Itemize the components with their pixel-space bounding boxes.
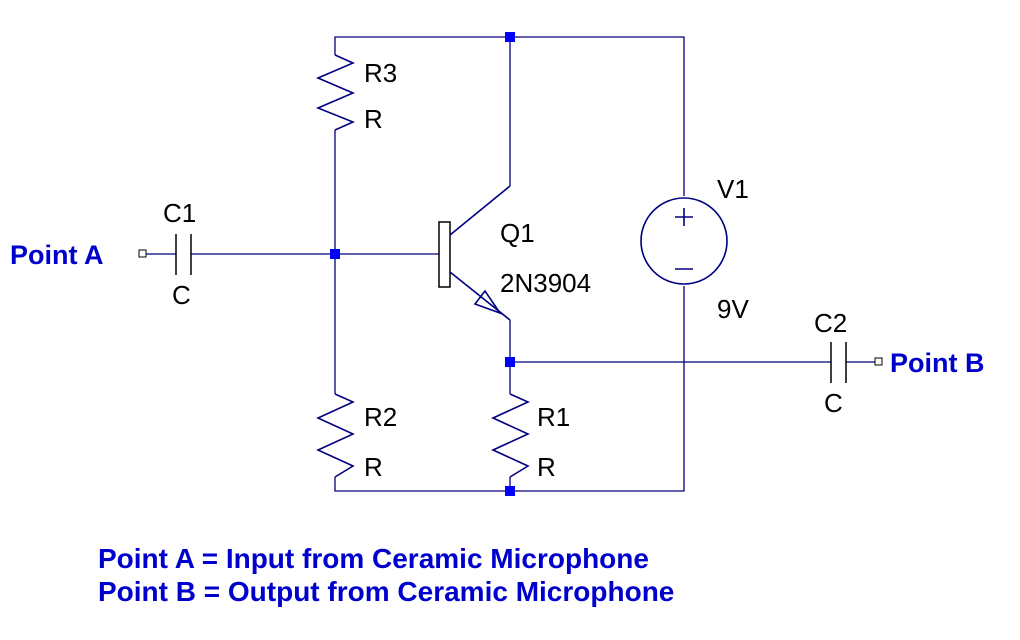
point-b-terminal	[874, 357, 883, 366]
r2-name-label: R2	[364, 402, 397, 432]
wires	[146, 36, 875, 492]
note-point-a: Point A = Input from Ceramic Microphone	[98, 543, 649, 574]
point-a-terminal	[138, 249, 147, 258]
c1-value-label: C	[172, 280, 191, 310]
resistor-r2-symbol	[316, 393, 355, 478]
r3-name-label: R3	[364, 58, 397, 88]
r1-value-label: R	[537, 452, 556, 482]
capacitor-c2-symbol	[830, 342, 847, 383]
junction-node	[330, 249, 340, 259]
r3-value-label: R	[364, 104, 383, 134]
resistor-r1-symbol	[491, 393, 530, 478]
capacitor-c1-symbol	[175, 234, 192, 275]
resistor-r3-symbol	[315, 54, 356, 131]
junction-node	[505, 357, 515, 367]
r2-value-label: R	[364, 452, 383, 482]
r1-name-label: R1	[537, 402, 570, 432]
voltage-source-v1-symbol	[640, 197, 728, 285]
v1-name-label: V1	[717, 174, 749, 204]
q1-name-label: Q1	[500, 218, 535, 248]
point-a-label: Point A	[10, 240, 104, 270]
point-b-label: Point B	[890, 348, 985, 378]
junction-node	[505, 32, 515, 42]
transistor-q1-symbol	[438, 185, 511, 321]
c2-name-label: C2	[814, 308, 847, 338]
junction-node	[505, 486, 515, 496]
note-point-b: Point B = Output from Ceramic Microphone	[98, 576, 674, 607]
v1-value-label: 9V	[717, 294, 749, 324]
junction-nodes	[330, 32, 515, 496]
c1-name-label: C1	[163, 198, 196, 228]
q1-value-label: 2N3904	[500, 268, 591, 298]
c2-value-label: C	[824, 388, 843, 418]
